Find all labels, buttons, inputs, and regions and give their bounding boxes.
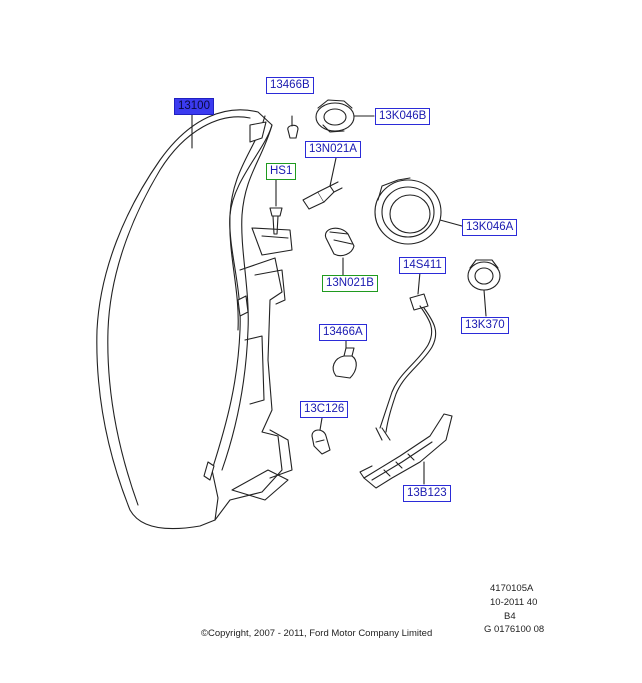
bulb-13n021b-drawing: [324, 227, 355, 277]
bulb-13466b-drawing: [287, 115, 299, 139]
socket-13c126-drawing: [311, 417, 331, 455]
drawing-number: 4170105A: [490, 583, 534, 594]
callout-13466b[interactable]: 13466B: [266, 77, 314, 94]
callout-13466a[interactable]: 13466A: [319, 324, 367, 341]
bulb-13n021a-drawing: [302, 157, 343, 210]
bracket-13b123-drawing: [359, 413, 453, 489]
cap-13k046a-drawing: [374, 177, 463, 245]
drawing-date: 10-2011 40: [490, 597, 538, 608]
wiring-14s411-drawing: [375, 271, 437, 441]
callout-13k046a[interactable]: 13K046A: [462, 219, 518, 236]
callout-13100[interactable]: 13100: [174, 98, 214, 115]
callout-13n021a[interactable]: 13N021A: [305, 141, 361, 158]
cap-13k046b-drawing: [315, 99, 375, 133]
callout-13n021b[interactable]: 13N021B: [322, 275, 378, 292]
socket-13k370-drawing: [467, 259, 501, 317]
drawing-grid-ref: B4: [504, 611, 516, 622]
callout-13k046b[interactable]: 13K046B: [375, 108, 431, 125]
bulb-13466a-drawing: [332, 339, 357, 379]
callout-14s411[interactable]: 14S411: [399, 257, 446, 274]
drawing-code: G 0176100 08: [484, 624, 545, 635]
headlamp-assembly-drawing: [96, 109, 293, 530]
callout-13c126[interactable]: 13C126: [300, 401, 349, 418]
callout-13k370[interactable]: 13K370: [461, 317, 509, 334]
screw-hs1-drawing: [269, 175, 283, 235]
callout-13b123[interactable]: 13B123: [403, 485, 451, 502]
copyright-notice: ©Copyright, 2007 - 2011, Ford Motor Comp…: [201, 628, 433, 639]
callout-hs1[interactable]: HS1: [266, 163, 297, 180]
